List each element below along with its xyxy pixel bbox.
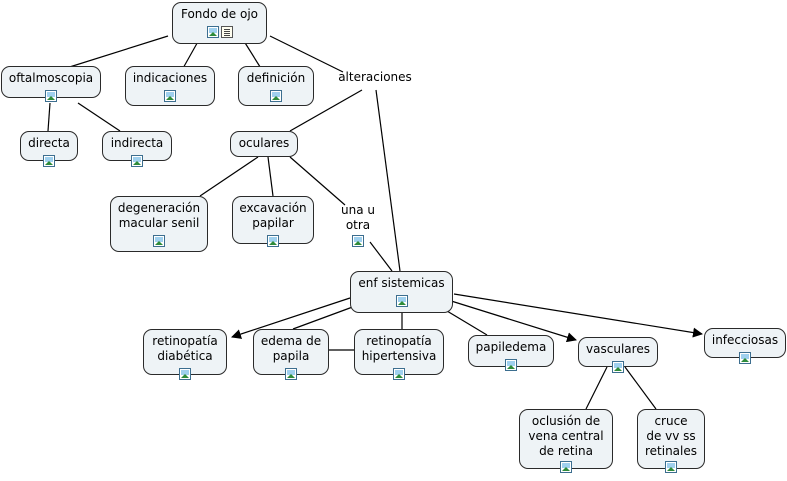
image-icon[interactable] — [739, 351, 751, 364]
link-enf-infecciosas — [453, 293, 703, 338]
node-label: definición — [246, 71, 306, 85]
image-icon[interactable] — [153, 234, 165, 247]
node-label: retinopatía diabética — [152, 334, 218, 363]
image-icon[interactable] — [270, 89, 282, 102]
node-label: oclusión de vena central de retina — [528, 414, 604, 458]
resource-icons — [103, 153, 171, 169]
document-icon[interactable] — [220, 25, 233, 38]
node-label: degeneración macular senil — [117, 201, 201, 230]
resource-icons — [254, 366, 328, 382]
node-label: infecciosas — [711, 333, 779, 347]
link-oftalmoscopia-indirecta — [77, 102, 121, 132]
image-icon[interactable] — [131, 154, 143, 167]
resource-icons — [705, 350, 785, 366]
node-cruce-vv-ss-retinales[interactable]: cruce de vv ss retinales — [637, 409, 705, 473]
node-label: indirecta — [110, 136, 164, 150]
node-fondo-de-ojo[interactable]: Fondo de ojo — [172, 2, 267, 44]
node-label: oftalmoscopia — [8, 71, 94, 85]
link-enf-vasculares — [447, 299, 577, 343]
image-icon[interactable] — [395, 294, 408, 307]
resource-icons — [144, 366, 226, 382]
image-icon[interactable] — [164, 89, 176, 102]
link-oftalmoscopia-directa — [47, 102, 51, 132]
image-icon[interactable] — [393, 367, 405, 380]
node-alteraciones[interactable]: alteraciones — [333, 66, 417, 90]
node-label: excavación papilar — [239, 201, 307, 230]
node-directa[interactable]: directa — [20, 131, 78, 167]
node-enf-sistemicas[interactable]: enf sistemicas — [350, 271, 453, 313]
image-icon[interactable] — [179, 367, 191, 380]
node-label: directa — [28, 136, 70, 150]
node-label: papiledema — [475, 340, 547, 354]
resource-icons — [469, 357, 553, 373]
resource-icons — [239, 88, 313, 104]
link-fondo-alteraciones — [269, 35, 344, 73]
link-vasculares-oclusion — [585, 366, 608, 410]
image-icon[interactable] — [45, 89, 57, 102]
image-icon[interactable] — [352, 234, 364, 247]
node-label: cruce de vv ss retinales — [644, 414, 698, 458]
node-label: oculares — [238, 136, 290, 150]
link-alteraciones-oculares — [289, 89, 363, 132]
link-enf-edema — [292, 304, 359, 330]
node-label: Fondo de ojo — [180, 7, 259, 21]
node-edema-de-papila[interactable]: edema de papila — [253, 329, 329, 380]
node-label: indicaciones — [132, 71, 208, 85]
node-vasculares[interactable]: vasculares — [578, 337, 658, 373]
node-label: vasculares — [586, 342, 650, 356]
node-label: una u otra — [341, 203, 375, 232]
image-icon[interactable] — [612, 360, 624, 373]
node-label: retinopatía hipertensiva — [361, 334, 437, 363]
node-indirecta[interactable]: indirecta — [102, 131, 172, 167]
node-oftalmoscopia[interactable]: oftalmoscopia — [1, 66, 101, 102]
link-enf-diabetica — [231, 297, 351, 339]
link-vasculares-cruce — [624, 366, 657, 410]
resource-icons — [520, 459, 612, 475]
resource-icons — [126, 88, 214, 104]
node-label: enf sistemicas — [358, 276, 445, 290]
resource-icons — [111, 233, 207, 249]
resource-icons — [579, 359, 657, 375]
resource-icons — [638, 459, 704, 475]
node-excavacion-papilar[interactable]: excavación papilar — [232, 196, 314, 247]
image-icon[interactable] — [43, 154, 55, 167]
node-oclusion-vena-central-retina[interactable]: oclusión de vena central de retina — [519, 409, 613, 473]
link-oculares-unaotra — [289, 156, 346, 206]
node-retinopatia-hipertensiva[interactable]: retinopatía hipertensiva — [354, 329, 444, 380]
resource-icons — [233, 233, 313, 249]
resource-icons — [21, 153, 77, 169]
node-oculares[interactable]: oculares — [230, 131, 298, 157]
resource-icons — [173, 24, 266, 40]
node-papiledema[interactable]: papiledema — [468, 335, 554, 371]
resource-icons — [336, 233, 380, 249]
resource-icons — [351, 293, 452, 309]
image-icon[interactable] — [560, 460, 572, 473]
resource-icons — [2, 88, 100, 104]
node-degeneracion-macular-senil[interactable]: degeneración macular senil — [110, 196, 208, 252]
node-label: edema de papila — [260, 334, 322, 363]
node-indicaciones[interactable]: indicaciones — [125, 66, 215, 106]
link-unaotra-enf — [369, 241, 393, 272]
link-oculares-excavacion — [267, 156, 274, 197]
image-icon[interactable] — [665, 460, 677, 473]
image-icon[interactable] — [206, 25, 219, 38]
resource-icons — [355, 366, 443, 382]
image-icon[interactable] — [505, 358, 517, 371]
image-icon[interactable] — [267, 234, 279, 247]
node-una-u-otra[interactable]: una u otra — [336, 199, 380, 249]
image-icon[interactable] — [285, 367, 297, 380]
node-label: alteraciones — [338, 70, 412, 84]
node-infecciosas[interactable]: infecciosas — [704, 328, 786, 364]
link-fondo-oftalmoscopia — [59, 35, 169, 71]
link-alteraciones-enf — [375, 89, 401, 272]
node-definicion[interactable]: definición — [238, 66, 314, 106]
node-retinopatia-diabetica[interactable]: retinopatía diabética — [143, 329, 227, 380]
link-oculares-degeneracion — [199, 156, 259, 197]
